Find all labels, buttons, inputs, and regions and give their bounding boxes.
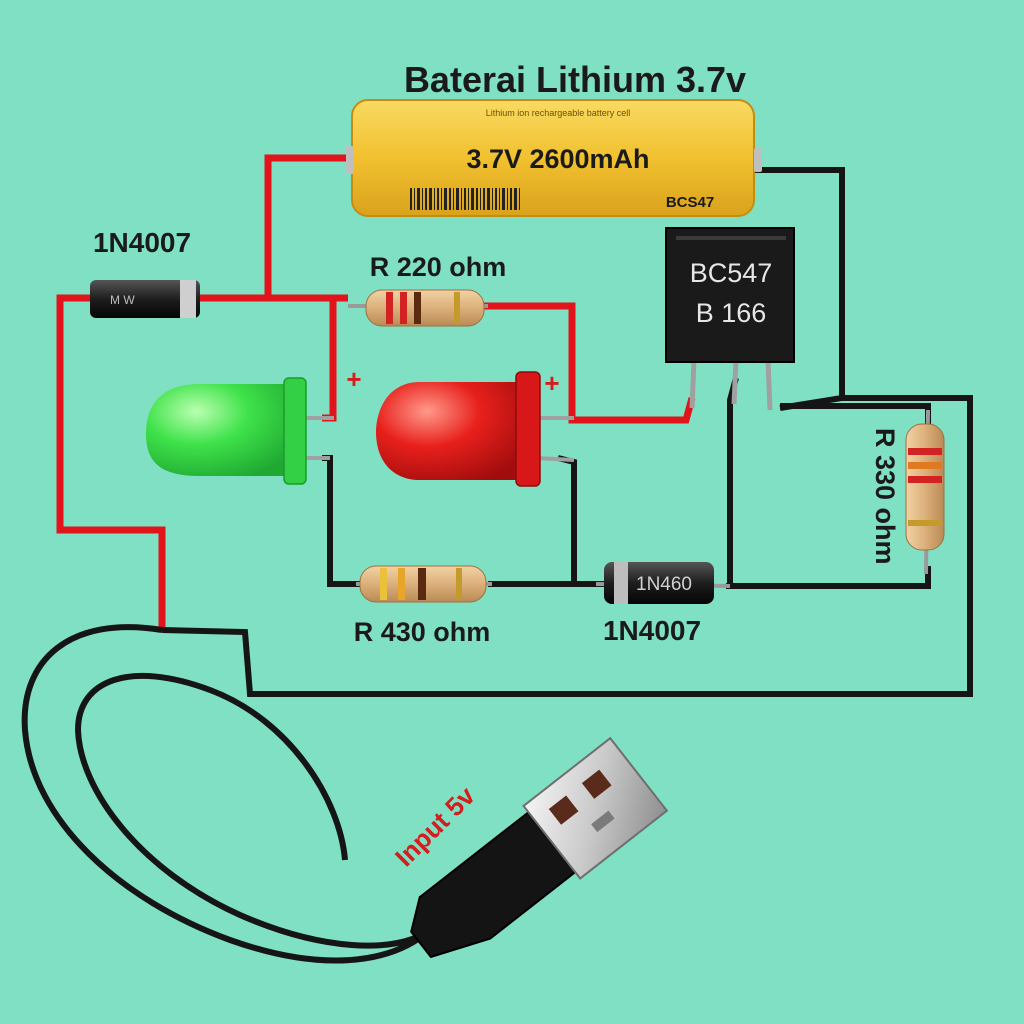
battery-fine-print: Lithium ion rechargeable battery cell — [486, 108, 631, 118]
led-green-dome — [146, 384, 290, 476]
resistor-220 — [348, 289, 488, 327]
resistor-330-band-1 — [908, 448, 942, 455]
led-red-lead-cathode — [535, 456, 575, 462]
wire-usb-ground — [161, 395, 973, 697]
battery-terminal-negative — [754, 148, 762, 172]
battery-code: BCS47 — [666, 194, 714, 211]
led-green-polarity: + — [346, 364, 361, 394]
transistor-leg-base — [731, 359, 739, 405]
transistor-leg-collector — [689, 359, 697, 409]
transistor-model: BC547 — [690, 258, 773, 288]
resistor-430-band-3 — [418, 568, 426, 600]
led-red-dome — [376, 382, 522, 480]
usb-input-label: Input 5v — [389, 780, 481, 872]
resistor-220-label: R 220 ohm — [370, 252, 507, 282]
diode-bottom: 1N460 — [595, 562, 731, 604]
transistor-body — [665, 227, 795, 363]
led-green-rim — [283, 377, 307, 485]
wire-r330-top — [780, 403, 931, 426]
resistor-330-band-2 — [908, 462, 942, 469]
diode-top-cathode-band — [180, 280, 196, 318]
resistor-330-body — [905, 423, 945, 551]
wire-green-led-anode — [322, 298, 337, 422]
battery-title: Baterai Lithium 3.7v — [404, 59, 746, 100]
battery-capacity-label: 3.7V 2600mAh — [466, 144, 649, 174]
wire-green-led-cathode — [322, 455, 360, 587]
usb-plug-shell — [522, 736, 669, 880]
diode-top-body — [90, 280, 200, 318]
led-red-polarity: + — [544, 368, 559, 398]
resistor-220-band-4 — [454, 292, 460, 324]
battery: Lithium ion rechargeable battery cell 3.… — [346, 99, 762, 217]
battery-barcode — [410, 188, 520, 210]
battery-terminal-positive — [346, 146, 354, 174]
resistor-330 — [905, 409, 945, 575]
diode-bottom-label: 1N4007 — [603, 615, 701, 646]
diode-top-label: 1N4007 — [93, 227, 191, 258]
wire-battery-positive — [264, 154, 352, 298]
usb-contact-3 — [591, 810, 615, 833]
diode-bottom-body — [604, 562, 714, 604]
diode-top: M W — [90, 280, 200, 318]
diode-top-marking: M W — [110, 293, 135, 307]
led-red — [376, 371, 575, 487]
resistor-220-band-2 — [400, 292, 407, 324]
resistor-220-band-3 — [414, 292, 421, 324]
diode-bottom-marking: 1N460 — [636, 574, 692, 595]
resistor-330-band-3 — [908, 476, 942, 483]
resistor-220-band-1 — [386, 292, 393, 324]
resistor-430-band-1 — [380, 568, 387, 600]
led-green — [146, 377, 334, 485]
wire-usb-positive — [56, 294, 166, 632]
usb-contact-2 — [581, 769, 612, 799]
usb-contact-1 — [548, 795, 579, 825]
resistor-330-label: R 330 ohm — [870, 428, 900, 565]
diode-bottom-cathode-band — [614, 562, 628, 604]
usb-plug — [410, 736, 669, 959]
resistor-330-band-4 — [908, 520, 942, 526]
wire-diode-to-r330 — [726, 566, 931, 589]
transistor-batch: B 166 — [696, 298, 767, 328]
led-red-rim — [515, 371, 541, 487]
resistor-430-band-2 — [398, 568, 405, 600]
resistor-220-body — [365, 289, 485, 327]
transistor: BC547 B 166 — [665, 227, 795, 411]
resistor-430-band-4 — [456, 568, 462, 600]
usb-cable-loop — [21, 624, 432, 964]
wire-transistor-middle — [727, 377, 739, 586]
resistor-430-label: R 430 ohm — [354, 617, 491, 647]
transistor-leg-emitter — [765, 359, 773, 411]
resistor-430 — [356, 565, 492, 603]
transistor-highlight — [676, 236, 786, 240]
